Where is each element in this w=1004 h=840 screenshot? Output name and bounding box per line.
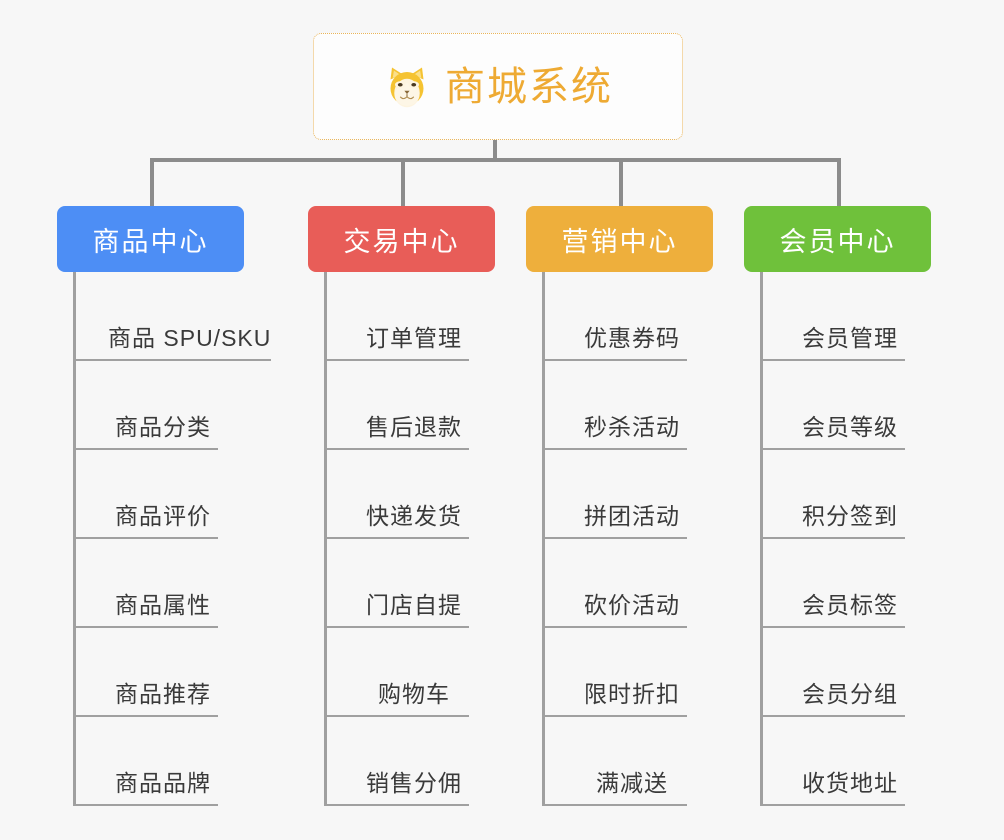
branch-head-marketing-center[interactable]: 营销中心 <box>526 206 713 272</box>
leaf-item[interactable]: 商品品牌 <box>76 717 271 806</box>
leaf-item[interactable]: 门店自提 <box>327 539 495 628</box>
leaf-label: 售后退款 <box>359 408 469 450</box>
leaf-label: 商品品牌 <box>108 764 218 806</box>
branch-trade-center: 交易中心 订单管理 售后退款 快递发货 门店自提 购物车 销售分佣 <box>308 206 495 806</box>
leaf-label: 商品推荐 <box>108 675 218 717</box>
leaf-label: 商品属性 <box>108 586 218 628</box>
leaf-label: 拼团活动 <box>577 497 687 539</box>
connector-drop-marketing-center <box>619 158 623 206</box>
leaf-list-marketing-center: 优惠券码 秒杀活动 拼团活动 砍价活动 限时折扣 满减送 <box>542 272 713 806</box>
connector-drop-trade-center <box>401 158 405 206</box>
leaf-item[interactable]: 商品推荐 <box>76 628 271 717</box>
leaf-item[interactable]: 会员分组 <box>763 628 931 717</box>
leaf-item[interactable]: 会员标签 <box>763 539 931 628</box>
leaf-item[interactable]: 购物车 <box>327 628 495 717</box>
connector-drop-product-center <box>150 158 154 206</box>
branch-marketing-center: 营销中心 优惠券码 秒杀活动 拼团活动 砍价活动 限时折扣 满减送 <box>526 206 713 806</box>
leaf-item[interactable]: 订单管理 <box>327 272 495 361</box>
branch-head-label: 营销中心 <box>561 226 678 257</box>
leaf-item[interactable]: 商品 SPU/SKU <box>76 272 272 361</box>
leaf-label: 会员分组 <box>795 675 905 717</box>
leaf-item[interactable]: 商品属性 <box>76 539 271 628</box>
leaf-item[interactable]: 会员等级 <box>763 361 931 450</box>
branch-head-product-center[interactable]: 商品中心 <box>57 206 244 272</box>
branch-member-center: 会员中心 会员管理 会员等级 积分签到 会员标签 会员分组 收货地址 <box>744 206 931 806</box>
leaf-item[interactable]: 销售分佣 <box>327 717 495 806</box>
leaf-label: 购物车 <box>359 675 469 717</box>
leaf-item[interactable]: 限时折扣 <box>545 628 713 717</box>
leaf-label: 订单管理 <box>359 319 469 361</box>
leaf-list-trade-center: 订单管理 售后退款 快递发货 门店自提 购物车 销售分佣 <box>324 272 495 806</box>
leaf-label: 门店自提 <box>359 586 469 628</box>
leaf-item[interactable]: 砍价活动 <box>545 539 713 628</box>
leaf-label: 快递发货 <box>359 497 469 539</box>
leaf-label: 积分签到 <box>795 497 905 539</box>
leaf-item[interactable]: 优惠券码 <box>545 272 713 361</box>
root-node[interactable]: 商城系统 <box>313 33 683 140</box>
leaf-label: 会员标签 <box>795 586 905 628</box>
leaf-label: 会员等级 <box>795 408 905 450</box>
leaf-label: 砍价活动 <box>577 586 687 628</box>
leaf-label: 商品评价 <box>108 497 218 539</box>
branch-head-member-center[interactable]: 会员中心 <box>744 206 931 272</box>
leaf-label: 限时折扣 <box>577 675 687 717</box>
leaf-item[interactable]: 积分签到 <box>763 450 931 539</box>
branch-head-trade-center[interactable]: 交易中心 <box>308 206 495 272</box>
connector-drop-member-center <box>837 158 841 206</box>
leaf-label: 收货地址 <box>795 764 905 806</box>
leaf-item[interactable]: 拼团活动 <box>545 450 713 539</box>
leaf-label: 商品 SPU/SKU <box>108 319 272 361</box>
leaf-item[interactable]: 满减送 <box>545 717 713 806</box>
leaf-label: 商品分类 <box>108 408 218 450</box>
shiba-dog-face-icon <box>383 63 431 111</box>
root-title: 商城系统 <box>445 64 613 109</box>
connector-root-stem <box>493 140 497 162</box>
branch-product-center: 商品中心 商品 SPU/SKU 商品分类 商品评价 商品属性 商品推荐 商品品牌 <box>57 206 272 806</box>
leaf-item[interactable]: 收货地址 <box>763 717 931 806</box>
leaf-item[interactable]: 快递发货 <box>327 450 495 539</box>
leaf-list-member-center: 会员管理 会员等级 积分签到 会员标签 会员分组 收货地址 <box>760 272 931 806</box>
leaf-item[interactable]: 商品分类 <box>76 361 271 450</box>
branch-head-label: 交易中心 <box>343 226 460 257</box>
leaf-item[interactable]: 会员管理 <box>763 272 931 361</box>
branch-head-label: 商品中心 <box>92 226 209 257</box>
leaf-item[interactable]: 售后退款 <box>327 361 495 450</box>
leaf-label: 秒杀活动 <box>577 408 687 450</box>
leaf-label: 满减送 <box>577 764 687 806</box>
leaf-label: 销售分佣 <box>359 764 469 806</box>
leaf-label: 会员管理 <box>795 319 905 361</box>
leaf-item[interactable]: 商品评价 <box>76 450 271 539</box>
branch-head-label: 会员中心 <box>779 226 896 257</box>
leaf-label: 优惠券码 <box>577 319 687 361</box>
leaf-item[interactable]: 秒杀活动 <box>545 361 713 450</box>
leaf-list-product-center: 商品 SPU/SKU 商品分类 商品评价 商品属性 商品推荐 商品品牌 <box>73 272 272 806</box>
connector-horizontal-bus <box>150 158 840 162</box>
